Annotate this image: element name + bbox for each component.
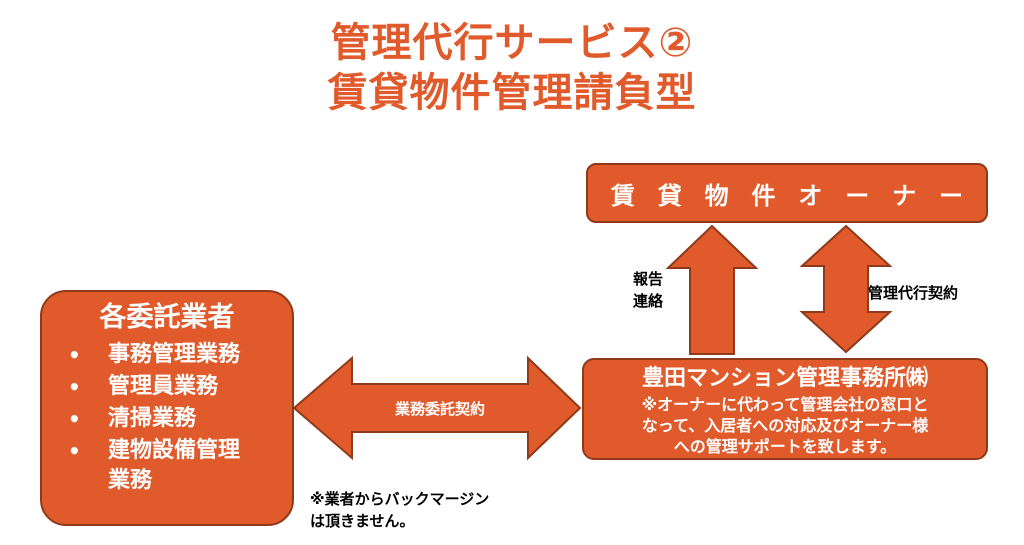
contractor-task-text: 事務管理業務 (108, 342, 241, 367)
owner-char: オ (798, 181, 823, 210)
no-kickback-line-1: ※業者からバックマージン (310, 490, 490, 508)
contractor-task-item: • 建物設備管理業務 (42, 436, 292, 496)
report-up-arrow (665, 224, 759, 355)
contractor-task-item: • 清掃業務 (42, 404, 292, 434)
office-description-line: ※オーナーに代わって管理会社の窓口と (641, 395, 929, 414)
office-name: 豊田マンション管理事務所㈱ (641, 366, 928, 391)
title-line-1: 管理代行サービス② (330, 20, 694, 66)
business-contract-double-arrow (292, 355, 582, 461)
owner-char: ー (845, 181, 870, 210)
contractor-task-item: • 事務管理業務 (42, 340, 292, 370)
office-description-line: への管理サポートを致します。 (673, 437, 897, 456)
mgmt-contract-label: 管理代行契約 (868, 284, 959, 302)
owner-char: 貸 (657, 181, 682, 210)
owner-char: 物 (704, 181, 729, 210)
contractor-task-text: 建物設備管理 (108, 438, 241, 463)
business-contract-label: 業務委託契約 (394, 400, 485, 418)
contractor-task-list: • 事務管理業務 • 管理員業務 • 清掃業務 • 建物設備管理業務 (42, 340, 292, 496)
contractors-heading: 各委託業者 (99, 302, 235, 333)
report-contact-label: 報告 連絡 (633, 268, 663, 312)
property-owner-box: 賃貸物件オーナー (586, 163, 988, 223)
contractor-task-text: 清掃業務 (108, 406, 197, 431)
bullet-icon: • (68, 375, 81, 399)
owner-char: ー (939, 181, 963, 210)
bullet-icon: • (68, 407, 81, 431)
owner-char: 賃 (610, 181, 635, 210)
bullet-icon: • (68, 343, 81, 367)
title-line-2: 賃貸物件管理請負型 (327, 70, 697, 116)
bullet-icon: • (68, 439, 81, 463)
mgmt-contract-double-arrow (799, 224, 893, 354)
contact-label-line: 連絡 (633, 292, 664, 310)
report-label-line: 報告 (633, 270, 664, 288)
no-kickback-line-2: は頂きません。 (310, 512, 415, 530)
contractor-task-text: 業務 (108, 468, 153, 493)
management-office-box: 豊田マンション管理事務所㈱ ※オーナーに代わって管理会社の窓口となって、入居者へ… (582, 358, 988, 460)
owner-char: 件 (751, 181, 776, 210)
owner-char: ナ (892, 181, 917, 210)
no-kickback-note: ※業者からバックマージン は頂きません。 (310, 488, 489, 532)
contractor-task-text: 管理員業務 (108, 374, 219, 399)
office-description: ※オーナーに代わって管理会社の窓口となって、入居者への対応及びオーナー様への管理… (584, 394, 986, 457)
contractors-box: 各委託業者 • 事務管理業務 • 管理員業務 • 清掃業務 • 建物設備管理業務 (40, 290, 294, 526)
contractor-task-item: • 管理員業務 (42, 372, 292, 402)
office-description-line: なって、入居者への対応及びオーナー様 (641, 416, 929, 435)
